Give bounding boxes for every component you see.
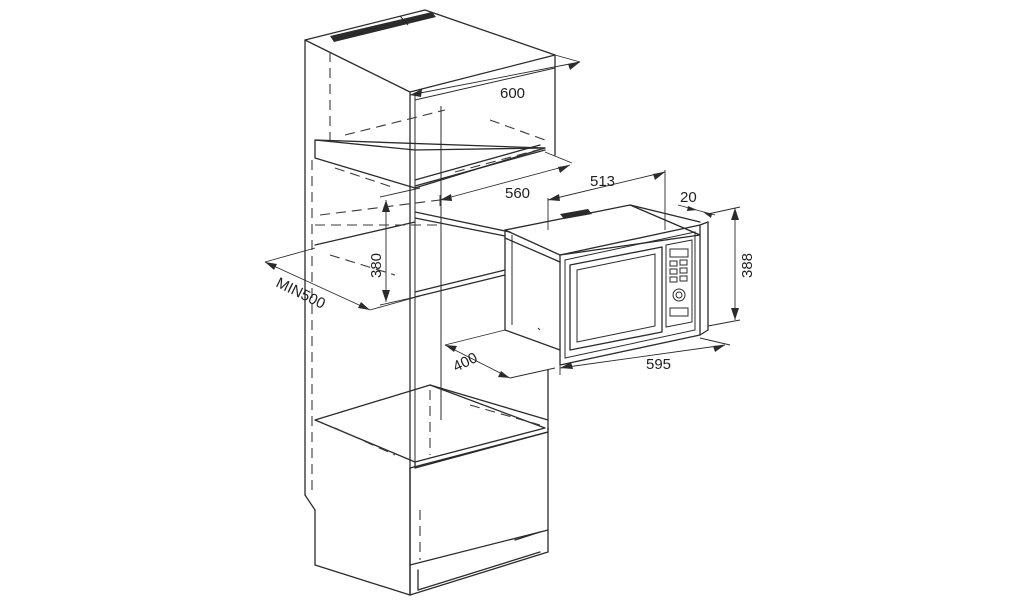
dim-label-400: 400 xyxy=(450,349,480,375)
microwave-top xyxy=(504,204,701,256)
drawer-front xyxy=(409,431,549,566)
dimension-lines xyxy=(264,54,741,379)
door-release-button-icon xyxy=(669,307,689,317)
dim-label-20: 20 xyxy=(680,189,697,206)
display-icon xyxy=(669,248,689,258)
cabinet-top xyxy=(304,9,556,93)
dim-label-513: 513 xyxy=(590,173,615,190)
dim-label-min500: MIN500 xyxy=(273,274,328,312)
dial-knob-icon xyxy=(672,288,686,302)
dim-label-560: 560 xyxy=(505,185,530,202)
control-panel xyxy=(665,239,693,328)
dim-label-380: 380 xyxy=(368,253,385,278)
dim-label-600: 600 xyxy=(500,85,525,102)
microwave-appliance xyxy=(504,204,709,366)
microwave-top-vent xyxy=(560,209,592,219)
tall-cabinet xyxy=(304,9,556,596)
lower-shelf xyxy=(314,384,546,463)
dim-label-595: 595 xyxy=(646,356,671,373)
upper-shelf xyxy=(314,139,546,189)
dim-label-388: 388 xyxy=(739,253,756,278)
microwave-door xyxy=(569,246,663,351)
microwave-window xyxy=(576,253,656,343)
cabinet-top-vent xyxy=(330,12,436,42)
